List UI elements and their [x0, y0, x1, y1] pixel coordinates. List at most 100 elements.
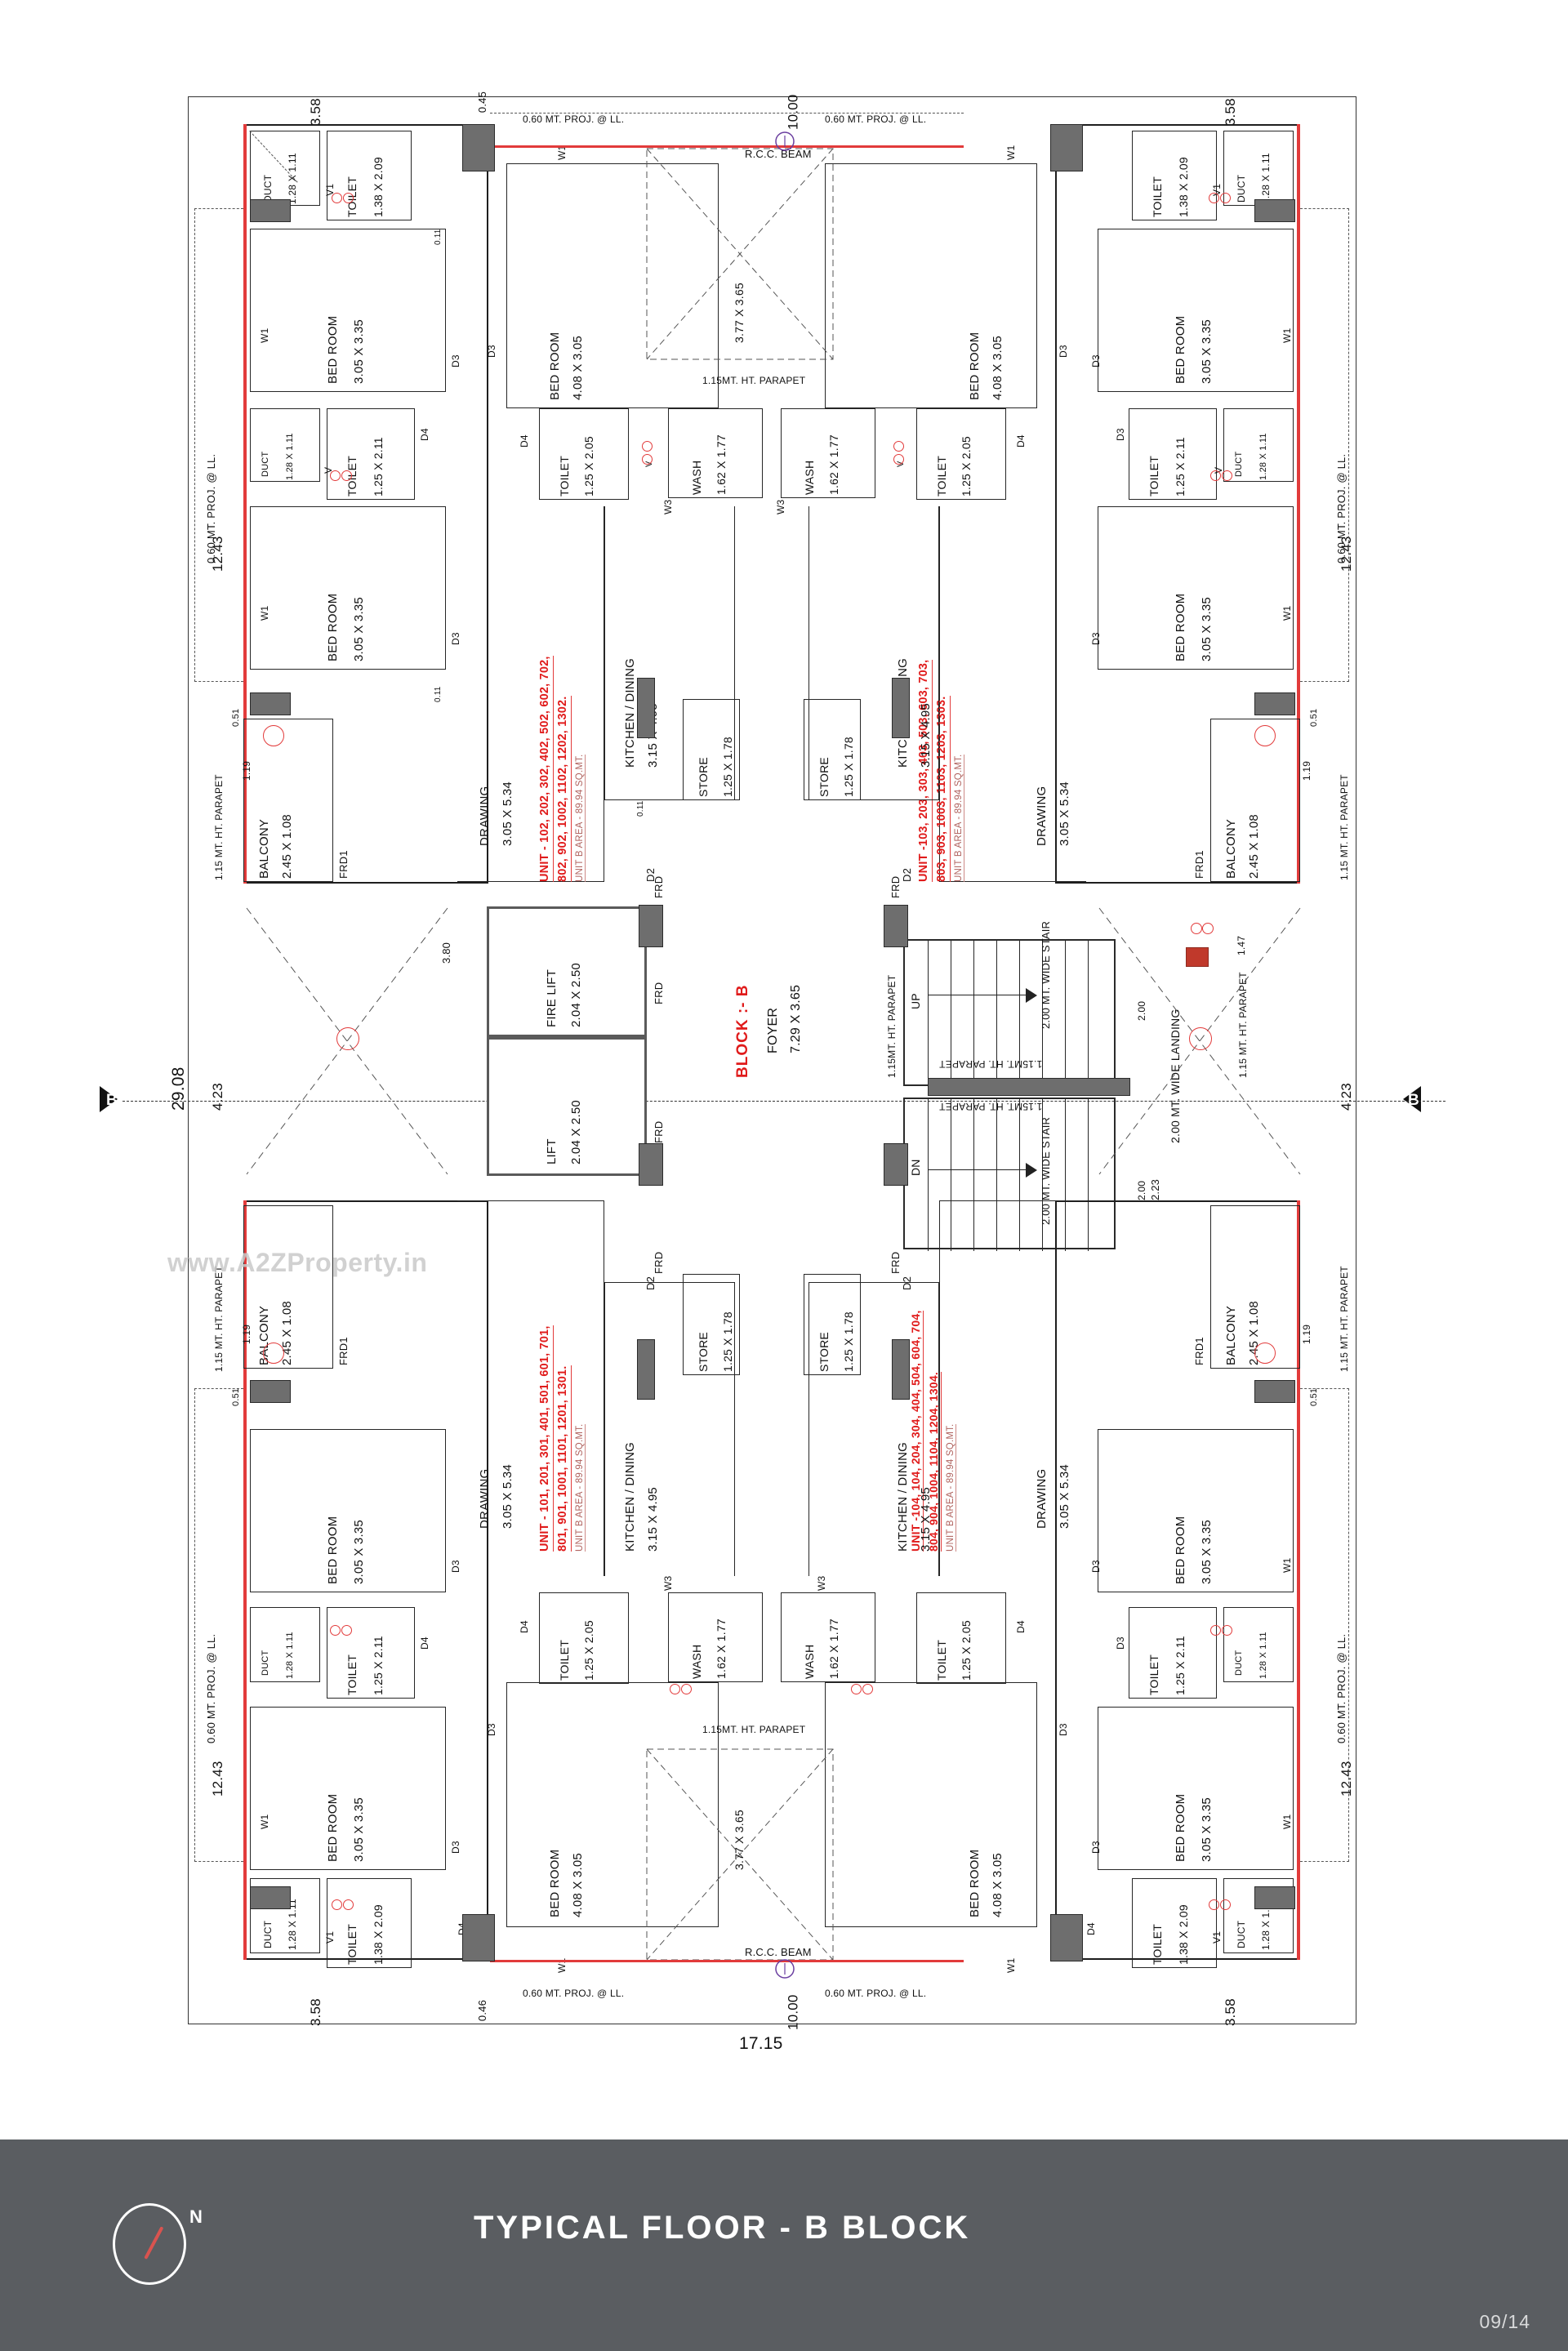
- projection-dashed-bottom-left: [194, 1388, 243, 1862]
- tag-d4-kitchen-top-left: D4: [519, 434, 530, 447]
- bedroom-top-left-upper: [250, 229, 446, 392]
- dim-edge-bottom-left: 0.51: [231, 1387, 241, 1406]
- tag-d3-large-top-right: D3: [1058, 345, 1069, 358]
- store-bottom-left: [683, 1274, 740, 1375]
- duct-bottom-right-label: DUCT: [1236, 1920, 1247, 1948]
- tag-d2-upper-right: D2: [901, 867, 913, 882]
- drawing-bottom-right-dim: 3.05 X 5.34: [1058, 1464, 1071, 1529]
- bedroom-top-left-upper-label: BED ROOM: [326, 315, 340, 384]
- red-edge-bottom-left: [243, 1200, 247, 1960]
- fixture-kitchen-top-right-1: [893, 441, 904, 452]
- unit-top-left-line1: UNIT - 102, 202, 302, 402, 502, 602, 702…: [538, 656, 554, 882]
- store-top-right: [804, 699, 861, 800]
- column-right-lower: [1254, 1886, 1295, 1909]
- bedroom-large-bottom-left-label: BED ROOM: [548, 1849, 562, 1917]
- bedroom-top-right-upper: [1098, 229, 1294, 392]
- fixture-wc-mid-right: [1210, 470, 1221, 481]
- store-top-left: [683, 699, 740, 800]
- toilet-top-right: [1132, 131, 1217, 220]
- dim-edge-bottom-right: 0.51: [1309, 1387, 1319, 1406]
- toilet-bottom-right-mid: [1129, 1607, 1217, 1699]
- projection-note-bottom-right: 0.60 MT. PROJ. @ LL.: [1335, 1633, 1348, 1743]
- frd-fire-lift: FRD: [653, 982, 665, 1004]
- bedroom-bottom-right-upper: [1098, 1429, 1294, 1592]
- lift-room: [487, 1037, 647, 1176]
- duct-mid-right-dim: 1.28 X 1.11: [1258, 433, 1268, 480]
- void-left-mid: [246, 907, 448, 1175]
- wash-bottom-left-label: WASH: [690, 1644, 703, 1679]
- fixture-wc-bottom-right-mid: [1210, 1625, 1221, 1636]
- column-core-left-top: [639, 905, 663, 947]
- bedroom-top-right-lower-dim: 3.05 X 3.35: [1200, 597, 1214, 661]
- bedroom-bottom-left-upper-dim: 3.05 X 3.35: [352, 1520, 366, 1584]
- fixture-wash-bottom-left-2: [681, 1684, 692, 1694]
- stair-up-note: 2.00 MT. WIDE STAIR: [1040, 920, 1052, 1029]
- store-bottom-right-dim: 1.25 X 1.78: [842, 1311, 855, 1372]
- dim-balcony-width-top-right: 1.19: [1301, 760, 1312, 781]
- bedroom-large-top-left-dim: 4.08 X 3.05: [571, 336, 585, 400]
- dim-side-bay-top-left: 3.58: [307, 98, 323, 127]
- kitchen-top-left-label: KITCHEN / DINING: [623, 657, 637, 768]
- duct-top-left-label: DUCT: [262, 174, 274, 203]
- duct-bottom-right-mid-label: DUCT: [1234, 1650, 1244, 1676]
- balcony-bottom-right-label: BALCONY: [1224, 1305, 1238, 1365]
- tag-v1-bottom-right: V1: [1211, 1930, 1223, 1944]
- central-duct-top-dim: 3.77 X 3.65: [733, 283, 746, 343]
- kitchen-bottom-left-label: KITCHEN / DINING: [623, 1441, 637, 1552]
- bedroom-bottom-left-upper: [250, 1429, 446, 1592]
- stair-dn-arrow: [1026, 1163, 1037, 1178]
- tag-w3-bottom-left: W3: [662, 1575, 674, 1591]
- foyer-label: FOYER: [766, 1007, 780, 1053]
- projection-note-top-left: 0.60 MT. PROJ. @ LL.: [205, 453, 217, 563]
- fixture-wc-bottom-right: [1209, 1899, 1219, 1910]
- dim-total-width: 17.15: [739, 2034, 783, 2053]
- kitchen-bottom-right: [808, 1282, 939, 1576]
- fixture-core-2: [1202, 923, 1214, 934]
- tag-w1-top-right-1: W1: [1281, 327, 1293, 343]
- stair-up-label: UP: [909, 993, 922, 1009]
- column-right-upper: [1254, 199, 1295, 222]
- duct-bottom-left-mid-label: DUCT: [261, 1650, 270, 1676]
- toilet-mid-right: [1129, 408, 1217, 500]
- rcc-beam-top-line: [490, 145, 964, 148]
- toilet-bottom-right-label: TOILET: [1151, 1924, 1164, 1965]
- tag-d3-top-right-1: D3: [1090, 354, 1102, 367]
- projection-dashed-bottom-right: [1300, 1388, 1349, 1862]
- toilet-bottom-right-mid-label: TOILET: [1147, 1654, 1160, 1695]
- wash-bottom-left: [668, 1592, 763, 1682]
- bedroom-large-top-left-label: BED ROOM: [548, 332, 562, 400]
- stair-parapet-wall: [928, 1078, 1130, 1096]
- wall-thk-tl-2: 0.11: [434, 686, 443, 702]
- column-right-balcony-top: [1254, 692, 1295, 715]
- fixture-wc-top-left: [332, 193, 342, 203]
- drawing-bottom-left: [457, 1200, 604, 1576]
- dim-mid-depth-right: 4.23: [1339, 1083, 1354, 1111]
- parapet-note-top-right: 1.15 MT. HT. PARAPET: [1339, 774, 1350, 880]
- duct-mid-left-label: DUCT: [261, 451, 270, 477]
- bedroom-large-top-left: [506, 163, 719, 408]
- duct-bottom-right: [1223, 1878, 1294, 1953]
- tag-v1-bottom-left: V1: [324, 1930, 336, 1944]
- projection-dashed-top-center: [490, 113, 964, 114]
- duct-bottom-left: [250, 1878, 320, 1953]
- bedroom-top-right-lower: [1098, 506, 1294, 670]
- fixture-wash-bottom-right-1: [862, 1684, 873, 1694]
- fixture-void-left: [336, 1027, 359, 1050]
- drawing-bottom-left-dim: 3.05 X 5.34: [501, 1464, 514, 1529]
- duct-mid-right: [1223, 408, 1294, 482]
- tag-w3-top-right: W3: [775, 499, 786, 514]
- tag-d3-bottom-left-1: D3: [450, 1560, 461, 1573]
- kitchen-top-right: [808, 506, 939, 800]
- tag-d4-kitchen-top-right: D4: [1015, 434, 1027, 447]
- toilet-kitchen-top-left: [539, 408, 629, 500]
- projection-note-bottom-center-r: 0.60 MT. PROJ. @ LL.: [825, 1988, 927, 1999]
- tag-w1-bottom-left-2: W1: [259, 1814, 270, 1829]
- tag-d3-bottom-right-mid: D3: [1115, 1636, 1126, 1650]
- wash-bottom-right-label: WASH: [803, 1644, 816, 1679]
- balcony-bottom-left: [243, 1205, 333, 1369]
- unit-top-right-area: UNIT B AREA - 89.94 SQ.MT.: [954, 754, 965, 882]
- store-top-right-dim: 1.25 X 1.78: [842, 737, 855, 797]
- tag-w1-large-bottom-right: W1: [1005, 1957, 1017, 1973]
- column-left-balcony-top: [250, 692, 291, 715]
- fixture-balcony-top-left: [263, 725, 284, 746]
